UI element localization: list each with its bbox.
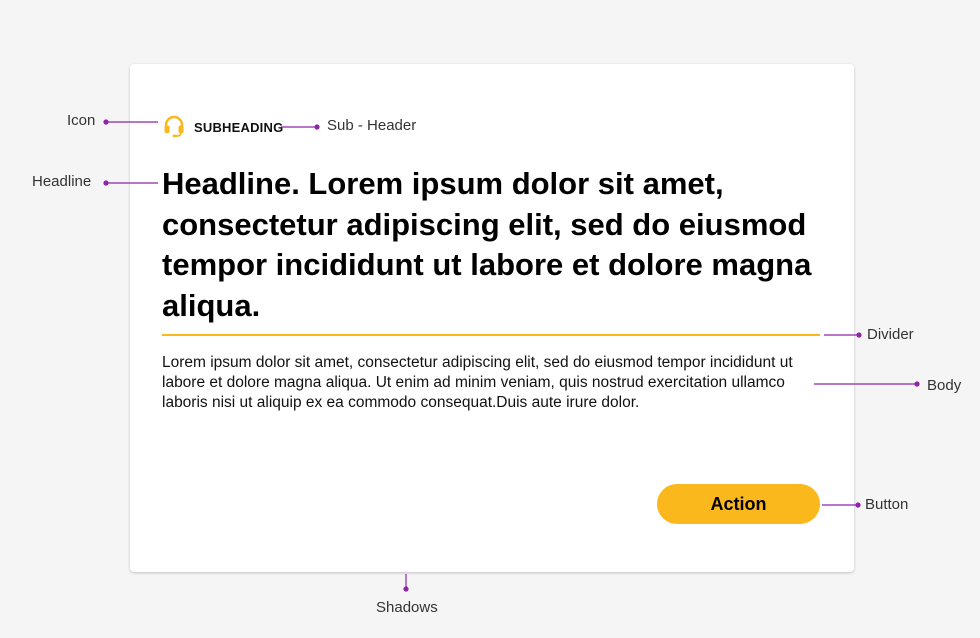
body-text: Lorem ipsum dolor sit amet, consectetur … xyxy=(162,354,793,411)
callout-headline: Headline xyxy=(32,173,92,190)
headline: Headline. Lorem ipsum dolor sit amet, co… xyxy=(162,166,812,323)
callout-subheader: Sub - Header xyxy=(327,117,417,134)
callout-shadows: Shadows xyxy=(376,599,438,616)
action-button[interactable]: Action xyxy=(657,484,820,524)
callout-divider: Divider xyxy=(867,326,914,343)
callout-icon: Icon xyxy=(67,112,96,129)
headset-icon xyxy=(164,115,184,138)
divider xyxy=(162,334,820,336)
subheading: SUBHEADING xyxy=(194,120,284,135)
callout-button: Button xyxy=(865,496,909,513)
callout-body: Body xyxy=(927,377,962,394)
